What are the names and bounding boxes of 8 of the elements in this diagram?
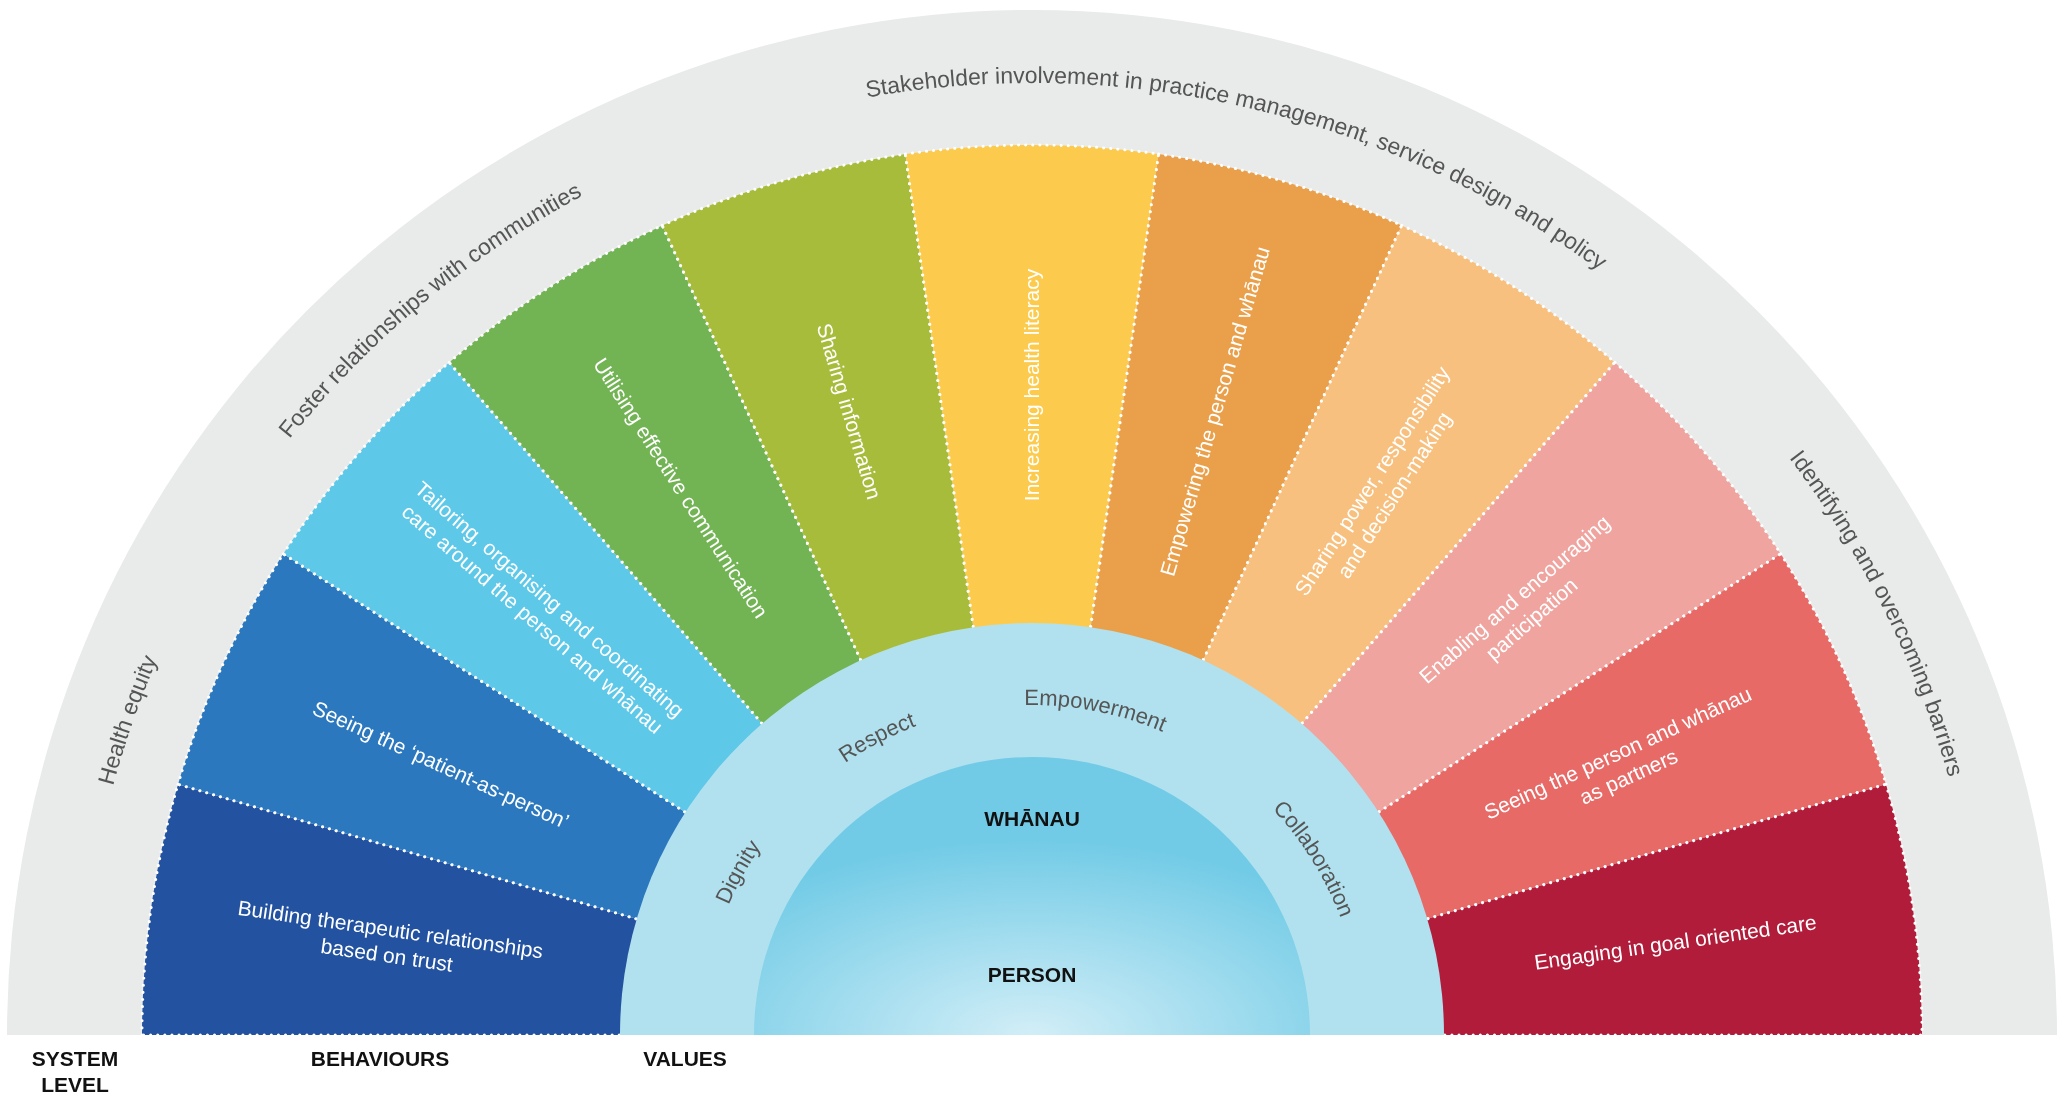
segment-label: Engaging in goal oriented care: [1532, 910, 1818, 974]
segment-label: Building therapeutic relationships based on trust: [236, 895, 545, 976]
segment-label: Increasing health literacy: [1020, 268, 1043, 502]
column-heading: VALUES: [642, 1046, 728, 1072]
column-heading: SYSTEM LEVEL: [30, 1046, 120, 1098]
center-label: PERSON: [987, 963, 1077, 986]
column-heading: BEHAVIOURS: [309, 1046, 451, 1072]
center-label: WHĀNAU: [984, 807, 1080, 830]
